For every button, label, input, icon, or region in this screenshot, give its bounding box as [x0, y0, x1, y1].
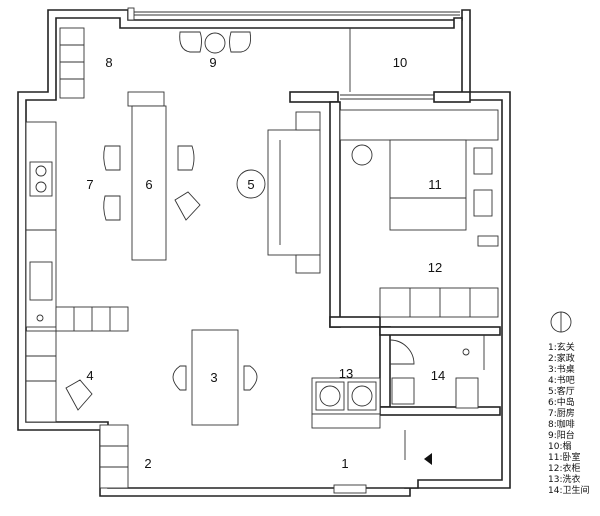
household-cabinet [99, 424, 129, 489]
room-num-12: 12 [428, 260, 442, 275]
outer-walls [17, 9, 511, 497]
kitchen-counter [25, 121, 57, 328]
room-num-11: 11 [428, 177, 442, 192]
room-num-6: 6 [145, 177, 152, 192]
room-num-8: 8 [105, 55, 112, 70]
room-num-1: 1 [341, 456, 348, 471]
room-num-9: 9 [209, 55, 216, 70]
bedroom-furniture [339, 109, 499, 318]
legend-item: 8:咖啡 [548, 420, 575, 430]
legend-item: 11:卧室 [548, 453, 581, 463]
entrance-door [333, 430, 432, 494]
room-num-13: 13 [339, 366, 353, 381]
living-room-furniture [267, 111, 321, 274]
legend-item: 1:玄关 [548, 343, 575, 353]
legend-item: 10:榻 [548, 442, 572, 452]
room-num-5: 5 [247, 177, 254, 192]
window-strip [127, 7, 460, 21]
legend: 1:玄关 2:家政 3:书桌 4:书吧 5:客厅 6:中岛 7:厨房 8:咖啡 … [548, 343, 600, 497]
interior-walls [289, 28, 501, 416]
kitchen-island [103, 91, 201, 261]
study-bench [25, 306, 129, 423]
legend-item: 14:卫生间 [548, 486, 590, 496]
entrance-arrow-icon [424, 453, 432, 465]
room-num-7: 7 [86, 177, 93, 192]
legend-item: 9:阳台 [548, 431, 575, 441]
balcony-furniture [179, 31, 252, 54]
legend-item: 13:洗衣 [548, 475, 581, 485]
room-num-14: 14 [431, 368, 445, 383]
legend-item: 3:书桌 [548, 365, 575, 375]
legend-item: 2:家政 [548, 354, 575, 364]
room-num-10: 10 [393, 55, 407, 70]
legend-item: 4:书吧 [548, 376, 575, 386]
room-num-4: 4 [86, 368, 93, 383]
living-room-circle [236, 169, 266, 199]
bathroom-fixtures [389, 335, 485, 409]
legend-item: 5:客厅 [548, 387, 575, 397]
room-num-2: 2 [144, 456, 151, 471]
legend-item: 6:中岛 [548, 398, 575, 408]
desk [172, 329, 258, 426]
room-num-3: 3 [210, 370, 217, 385]
room-numbers: 1 2 3 4 5 6 7 8 9 10 11 12 13 14 [86, 55, 445, 471]
laundry-machines [311, 377, 381, 429]
legend-item: 12:衣柜 [548, 464, 581, 474]
legend-item: 7:厨房 [548, 409, 575, 419]
north-arrow-icon [550, 311, 572, 333]
coffee-counter [59, 27, 85, 99]
